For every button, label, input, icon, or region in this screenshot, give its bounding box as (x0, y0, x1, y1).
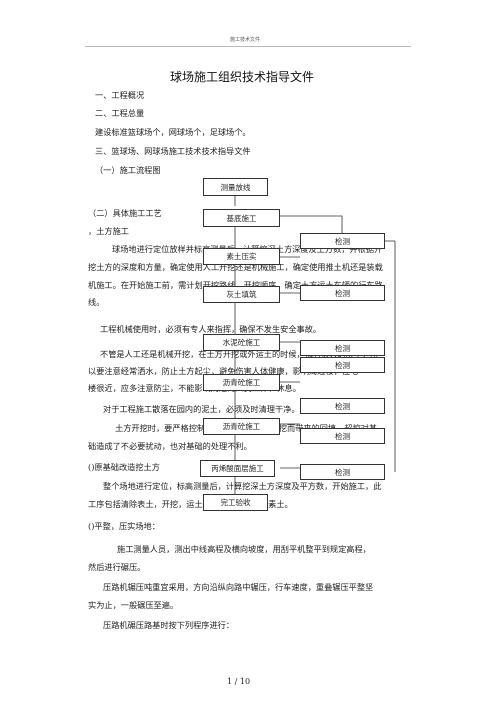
running-header: 施工技术文件 (230, 37, 261, 43)
document-title: 球场施工组织技术指导文件 (170, 70, 315, 84)
paragraph-line: 对于工程施工散落在园内的泥土，必须及时清理干净。 (103, 404, 300, 414)
paragraph-line: 施工测量人员，测出中线高程及横向坡度，用刮平机整平到规定高程， (117, 544, 371, 554)
flow-step-acceptance: 完工验收 (203, 494, 268, 511)
flow-step-base: 基底施工 (203, 209, 280, 227)
flow-check-5: 检测 (300, 398, 385, 414)
flow-check-2: 检测 (300, 285, 385, 301)
flow-step-concrete: 水泥砼施工 (203, 334, 280, 351)
paragraph-line: 以要注意经常洒水，防止土方起尘，避免伤害人体健康，影响周边楼，住宅 (88, 366, 359, 376)
flow-check-4: 检测 (300, 357, 385, 373)
flow-step-survey: 测量放线 (203, 178, 268, 196)
quantity-text: 建设标准篮球场个，网球场个，足球场个。 (95, 127, 251, 137)
paragraph-line: 工序包括清除表土，开挖，运土，整平场地，夯实素土。 (88, 499, 293, 509)
paragraph-line: 整个场地进行定位，标高测量后，计算挖深土方深度及平方数，开始施工，此 (103, 481, 382, 491)
header-rule (85, 46, 411, 47)
paragraph-line: 不管是人工还是机械开挖，在土方开挖或外运土的时候，都有很大的灰尘，所 (100, 349, 379, 359)
flow-step-asphalt-1: 沥青砼施工 (203, 374, 280, 391)
flow-step-asphalt-2: 沥青砼施工 (203, 418, 280, 435)
flow-check-3: 检测 (300, 340, 385, 356)
paragraph-line: 工程机械使用时，必须有专人来指挥，确保不发生安全事故。 (100, 324, 322, 334)
paragraph-line: 线。 (88, 297, 105, 307)
paragraph-line: 压路机碾压路基时按下列程序进行： (103, 620, 235, 630)
paragraph-line: 然后进行碾压。 (88, 562, 146, 572)
heading-process: （二）具体施工工艺 (88, 208, 162, 218)
flow-check-1: 检测 (300, 233, 385, 249)
flow-check-6: 检测 (300, 428, 385, 444)
heading-guidance: 三、篮球场、网球场施工技术技术指导文件 (95, 146, 251, 156)
paragraph-line: ()平整，压实场地： (88, 521, 160, 531)
flow-step-acrylic: 丙烯酸面层施工 (200, 460, 275, 477)
paragraph-line: 实为止，一般碾压至遍。 (88, 600, 179, 610)
flow-check-7: 检测 (300, 464, 385, 480)
heading-quantity: 二、工程总量 (95, 108, 145, 118)
paragraph-line: 压路机辗压吨重宜采用，方向沿纵向路中辗压，行车速度，重叠辗压平整坚 (103, 582, 374, 592)
heading-overview: 一、工程概况 (95, 90, 145, 100)
flow-step-compaction: 素土压实 (203, 248, 280, 265)
flow-step-lime-soil: 灰土填筑 (203, 286, 280, 303)
paragraph-line: 础造成了不必要扰动，也对基础的处理不利。 (88, 441, 252, 451)
page-number: 1 / 10 (227, 677, 251, 686)
heading-flowchart: （一）施工流程图 (95, 165, 161, 175)
heading-earthwork: ，土方施工 (88, 226, 129, 236)
paragraph-line: ()原基础改造挖土方 (88, 462, 160, 472)
paragraph-line: 楼很近，应多注意防尘，不能影响周边的人员工作、休息。 (88, 383, 301, 393)
